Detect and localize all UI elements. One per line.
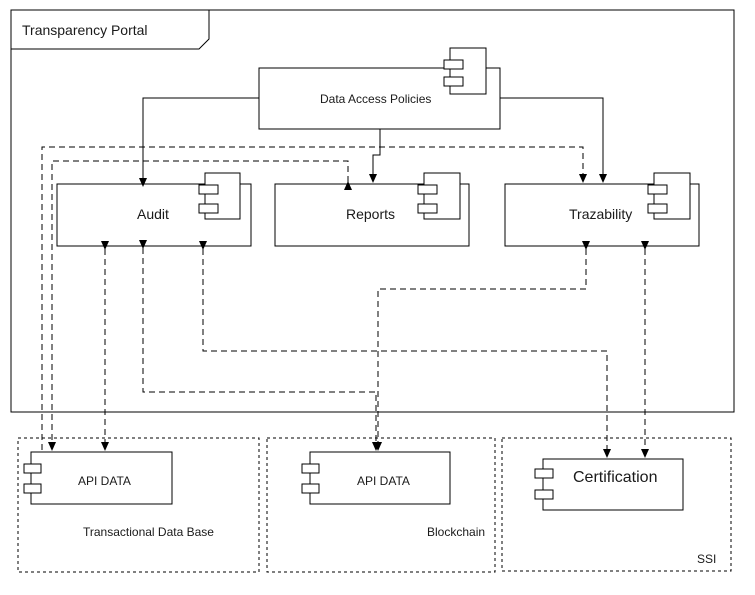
component-trazability[interactable]: Trazability bbox=[504, 172, 700, 247]
component-audit[interactable]: Audit bbox=[56, 172, 252, 247]
zone-transactional: Transactional Data Base bbox=[17, 437, 260, 573]
component-icon bbox=[301, 483, 320, 494]
transactional-to-trazability-arrow bbox=[41, 146, 587, 450]
portal-title-tab bbox=[11, 10, 210, 50]
component-icon bbox=[301, 463, 320, 474]
api-data-blockchain-label: API DATA bbox=[357, 474, 410, 488]
audit-label: Audit bbox=[137, 206, 169, 222]
trazability-label: Trazability bbox=[569, 206, 632, 222]
component-reports[interactable]: Reports bbox=[274, 172, 470, 247]
reports-to-api-data-arrow bbox=[48, 160, 352, 451]
policy-to-trazability-arrow bbox=[500, 97, 607, 183]
component-certification[interactable]: Certification bbox=[534, 458, 684, 511]
component-icon bbox=[417, 172, 461, 220]
api-data-transactional-label: API DATA bbox=[78, 474, 131, 488]
component-icon bbox=[534, 468, 554, 479]
certification-label: Certification bbox=[573, 469, 657, 486]
component-icon bbox=[23, 483, 42, 494]
reports-label: Reports bbox=[346, 206, 395, 222]
ssi-zone-label: SSI bbox=[697, 552, 716, 566]
policy-to-reports-arrow bbox=[369, 129, 381, 183]
component-api-data-transactional[interactable]: API DATA bbox=[23, 451, 173, 505]
zone-blockchain: Blockchain bbox=[266, 437, 496, 573]
component-icon bbox=[443, 47, 487, 95]
data-flow-connectors bbox=[41, 146, 649, 458]
blockchain-zone-label: Blockchain bbox=[427, 525, 485, 539]
component-icon bbox=[198, 172, 241, 220]
component-icon bbox=[534, 489, 554, 500]
audit-certification-arrow bbox=[199, 241, 611, 458]
portal-title: Transparency Portal bbox=[22, 22, 148, 38]
component-icon bbox=[647, 172, 691, 220]
component-api-data-blockchain[interactable]: API DATA bbox=[301, 451, 451, 505]
zone-ssi: SSI bbox=[501, 437, 732, 572]
component-icon bbox=[23, 463, 42, 474]
policy-to-audit-arrow bbox=[139, 97, 259, 187]
data-access-policies-label: Data Access Policies bbox=[320, 92, 431, 106]
transactional-zone-label: Transactional Data Base bbox=[83, 525, 214, 539]
policy-connectors bbox=[139, 97, 607, 187]
